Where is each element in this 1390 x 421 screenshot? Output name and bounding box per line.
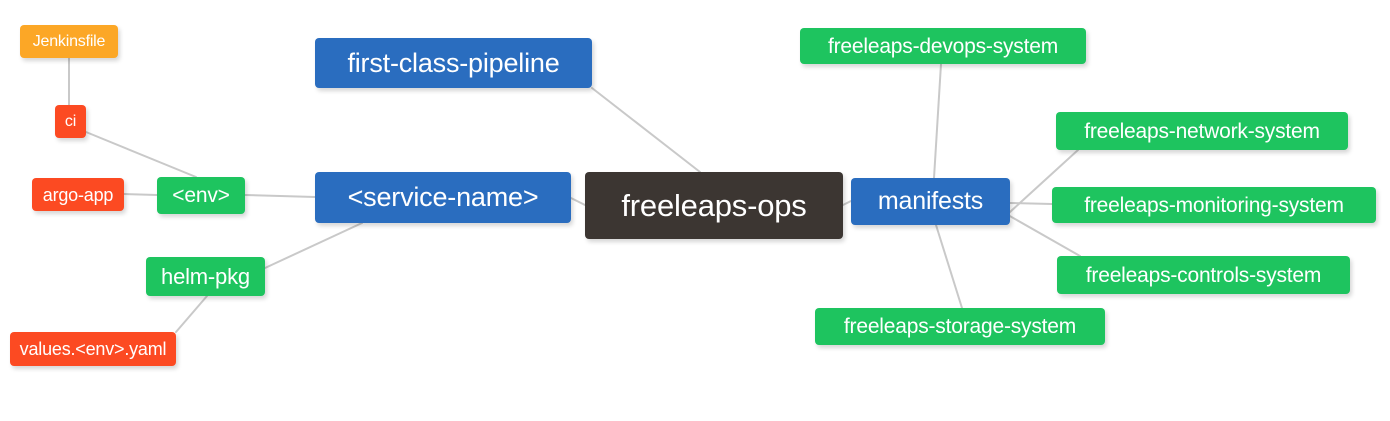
node-jenkinsfile[interactable]: Jenkinsfile: [20, 25, 118, 58]
edge-root-to-first-class-pipeline: [591, 87, 701, 173]
node-devops-system[interactable]: freeleaps-devops-system: [800, 28, 1086, 64]
node-argo-app[interactable]: argo-app: [32, 178, 124, 211]
edge-helm-pkg-to-values-yaml: [175, 295, 208, 333]
node-env[interactable]: <env>: [157, 177, 245, 214]
node-root[interactable]: freeleaps-ops: [585, 172, 843, 239]
node-storage-system[interactable]: freeleaps-storage-system: [815, 308, 1105, 345]
edge-root-to-manifests: [842, 200, 852, 206]
edge-root-to-service-name: [570, 197, 586, 206]
node-label-root: freeleaps-ops: [621, 188, 807, 223]
node-service-name[interactable]: <service-name>: [315, 172, 571, 223]
edge-env-to-ci: [85, 131, 197, 178]
node-label-network-system: freeleaps-network-system: [1084, 119, 1320, 143]
node-label-argo-app: argo-app: [42, 184, 114, 205]
edge-env-to-argo-app: [123, 193, 158, 196]
node-label-controls-system: freeleaps-controls-system: [1085, 263, 1322, 287]
node-label-helm-pkg: helm-pkg: [161, 263, 250, 289]
node-values-yaml[interactable]: values.<env>.yaml: [10, 332, 176, 366]
node-label-service-name: <service-name>: [347, 182, 539, 212]
node-label-monitoring-system: freeleaps-monitoring-system: [1084, 193, 1344, 217]
node-label-env: <env>: [172, 184, 230, 207]
node-label-first-class-pipeline: first-class-pipeline: [347, 47, 560, 78]
node-label-storage-system: freeleaps-storage-system: [843, 315, 1077, 338]
node-network-system[interactable]: freeleaps-network-system: [1056, 112, 1348, 150]
edge-service-name-to-env: [244, 194, 316, 198]
node-monitoring-system[interactable]: freeleaps-monitoring-system: [1052, 187, 1376, 223]
edge-manifests-to-devops-system: [933, 63, 942, 179]
edge-manifests-to-monitoring-system: [1009, 202, 1053, 205]
node-label-jenkinsfile: Jenkinsfile: [32, 32, 106, 50]
node-manifests[interactable]: manifests: [851, 178, 1010, 225]
node-helm-pkg[interactable]: helm-pkg: [146, 257, 265, 296]
node-ci[interactable]: ci: [55, 105, 86, 138]
edge-manifests-to-storage-system: [935, 224, 963, 309]
node-controls-system[interactable]: freeleaps-controls-system: [1057, 256, 1350, 294]
edge-service-name-to-helm-pkg: [264, 222, 363, 269]
node-first-class-pipeline[interactable]: first-class-pipeline: [315, 38, 592, 88]
node-label-devops-system: freeleaps-devops-system: [828, 34, 1058, 58]
node-label-values-yaml: values.<env>.yaml: [19, 339, 167, 359]
node-label-manifests: manifests: [877, 187, 984, 215]
node-label-ci: ci: [64, 112, 77, 130]
